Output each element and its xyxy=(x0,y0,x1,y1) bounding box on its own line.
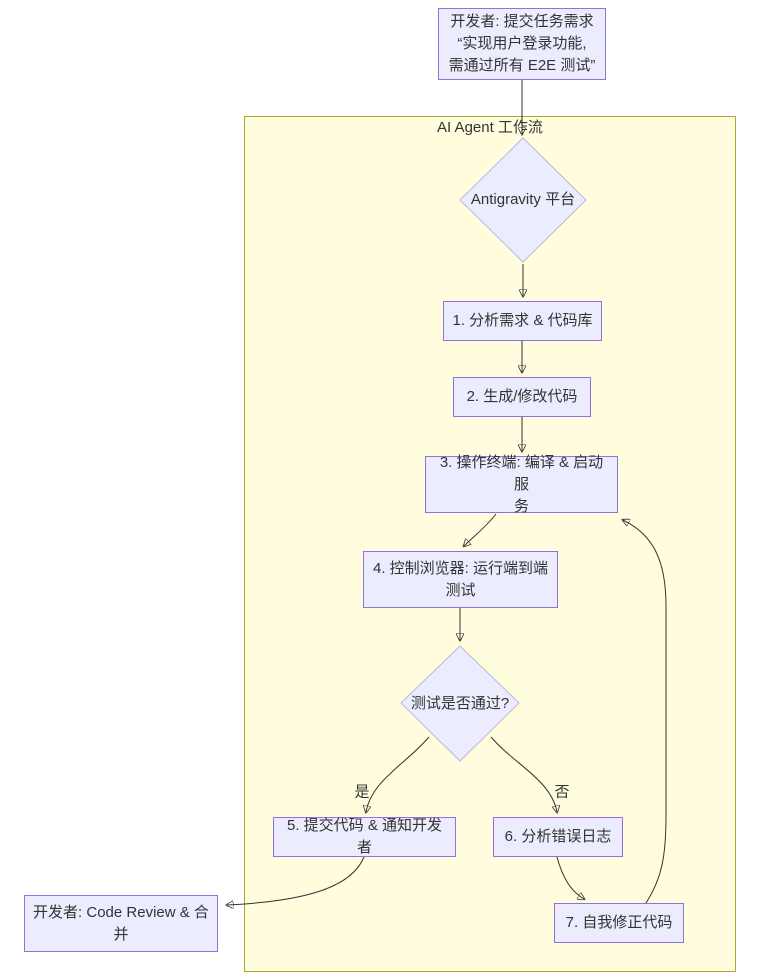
node-step5-commit-notify: 5. 提交代码 & 通知开发者 xyxy=(273,817,456,857)
node-dev-code-review: 开发者: Code Review & 合 并 xyxy=(24,895,218,952)
node-step3-terminal-compile: 3. 操作终端: 编译 & 启动服 务 xyxy=(425,454,618,515)
node-step7-self-correct: 7. 自我修正代码 xyxy=(554,903,684,943)
node-decision-tests-pass: 测试是否通过? xyxy=(400,645,520,762)
node-decision-label: 测试是否通过? xyxy=(410,694,510,712)
node-antigravity-label: Antigravity 平台 xyxy=(470,191,576,208)
edge-step5-to-dev-review xyxy=(227,856,365,905)
edge-step7-loop-to-step3 xyxy=(623,520,667,904)
cluster-title: AI Agent 工作流 xyxy=(437,119,543,136)
edge-decision-no-to-step6 xyxy=(490,736,557,812)
node-antigravity-platform: Antigravity 平台 xyxy=(459,137,587,263)
edge-label-no: 否 xyxy=(554,783,570,801)
node-step4-browser-e2e: 4. 控制浏览器: 运行端到端 测试 xyxy=(363,551,558,608)
edge-step6-to-step7 xyxy=(556,856,584,899)
edge-step3-to-step4 xyxy=(464,513,497,546)
node-step6-analyze-errors: 6. 分析错误日志 xyxy=(493,817,623,857)
edge-decision-yes-to-step5 xyxy=(366,736,430,812)
diamond-shape xyxy=(400,645,520,762)
node-step2-generate-code: 2. 生成/修改代码 xyxy=(453,377,591,417)
node-step1-analyze-requirements: 1. 分析需求 & 代码库 xyxy=(443,301,602,341)
edge-label-yes: 是 xyxy=(354,783,370,801)
diamond-shape xyxy=(459,137,587,263)
node-dev-request: 开发者: 提交任务需求 “实现用户登录功能, 需通过所有 E2E 测试” xyxy=(438,8,606,80)
